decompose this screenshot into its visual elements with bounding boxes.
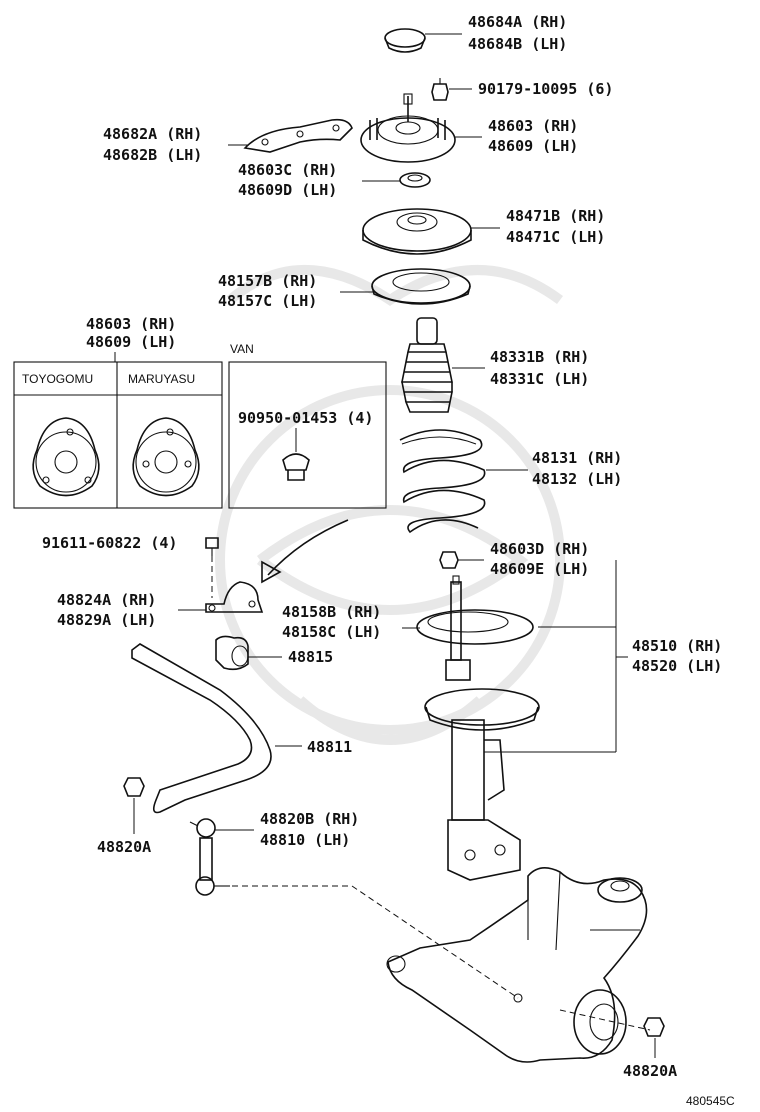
mount-variant-maruyasu [132,417,200,497]
label-48157: 48157B (RH) 48157C (LH) [218,272,326,310]
variant-box [13,361,223,509]
bump-stopper-boot-part [401,317,453,413]
watermark-emblem [215,265,565,745]
label-48811: 48811 [307,738,352,756]
stabilizer-nut-part [123,777,145,797]
arrow-head [261,560,282,584]
stabilizer-bracket-part [205,581,264,613]
label-48603-inset: 48603 (RH) 48609 (LH) [86,315,185,351]
label-48682: 48682A (RH) 48682B (LH) [103,125,211,164]
nut-part [431,78,449,101]
stabilizer-link-part [189,818,230,896]
label-48820b: 48820B (RH) 48810 (LH) [260,810,368,849]
dust-cap-part [384,28,426,53]
spring-upper-seat-part [362,208,472,255]
stabilizer-bar-part [131,643,272,814]
plug-part [282,453,310,481]
label-90950: 90950-01453 (4) [238,409,373,427]
lock-nut-part [439,551,459,569]
coil-spring-part [399,429,486,534]
dash-link [232,885,519,999]
collar-part [399,172,431,188]
label-48331: 48331B (RH) 48331C (LH) [490,348,598,388]
label-48510: 48510 (RH) 48520 (LH) [632,637,731,675]
label-48815: 48815 [288,648,333,666]
figure-id: 480545C [686,1094,735,1108]
spring-insulator-part [371,268,471,305]
shock-absorber-part [416,575,540,881]
label-48158: 48158B (RH) 48158C (LH) [282,603,390,641]
steering-knuckle-part [386,867,648,1063]
label-48471: 48471B (RH) 48471C (LH) [506,207,614,246]
knuckle-nut-part [643,1017,665,1037]
strut-mount-part [360,93,456,163]
label-48131: 48131 (RH) 48132 (LH) [532,449,631,488]
support-bracket-part [243,118,353,153]
label-maruyasu: MARUYASU [128,372,195,386]
label-48603: 48603 (RH) 48609 (LH) [488,117,587,155]
label-toyogomu: TOYOGOMU [22,372,93,386]
bolt-part [205,537,219,556]
label-48684: 48684A (RH) 48684B (LH) [468,13,576,53]
label-90179: 90179-10095 (6) [478,80,613,98]
label-48603d: 48603D (RH) 48609E (LH) [490,540,598,578]
label-van: VAN [230,342,254,356]
van-box [228,361,387,509]
mount-variant-toyogomu [32,417,100,497]
label-48820a: 48820A [97,838,151,856]
label-48603c: 48603C (RH) 48609D (LH) [238,161,346,199]
label-48820a2: 48820A [623,1062,677,1080]
label-48824: 48824A (RH) 48829A (LH) [57,591,165,629]
label-91611: 91611-60822 (4) [42,534,177,552]
stabilizer-bushing-part [215,635,249,671]
